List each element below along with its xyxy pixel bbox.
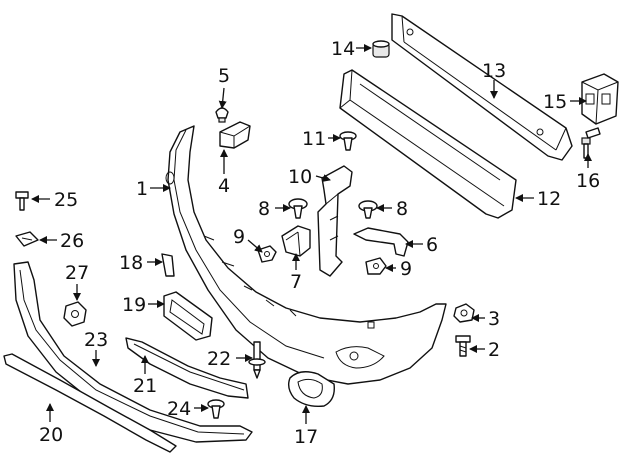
callout-3: 3 (488, 308, 500, 330)
part-17-fog-bezel (287, 371, 335, 408)
part-27-nut (63, 301, 87, 327)
callout-2: 2 (488, 339, 500, 361)
part-15-bracket (581, 73, 619, 125)
callout-22: 22 (207, 348, 231, 370)
part-9-nut-left (257, 245, 277, 263)
callout-labels: 1 2 3 4 5 6 7 8 8 9 9 10 11 12 13 14 15 … (39, 38, 600, 448)
callout-17: 17 (294, 426, 318, 448)
part-2-bolt (455, 335, 471, 357)
part-18-cap (161, 253, 175, 277)
part-24-screw (207, 399, 225, 419)
callout-9-left: 9 (233, 226, 245, 248)
callout-6: 6 (426, 234, 438, 256)
callout-24: 24 (167, 398, 191, 420)
callout-12: 12 (537, 188, 561, 210)
callout-7: 7 (290, 271, 302, 293)
callout-14: 14 (331, 38, 355, 60)
part-16-bolt (581, 127, 601, 159)
callout-10: 10 (288, 166, 312, 188)
part-19-plate-bracket (163, 291, 213, 341)
part-14-bumper-stop (372, 40, 390, 58)
part-11-clip (339, 131, 357, 151)
callout-18: 18 (119, 252, 143, 274)
callout-25: 25 (54, 189, 78, 211)
callout-13: 13 (482, 60, 506, 82)
part-8-screw-left (288, 198, 308, 219)
callout-23: 23 (84, 329, 108, 351)
part-8-screw-right (358, 200, 378, 219)
leader-lines (31, 44, 592, 424)
callout-8-right: 8 (396, 198, 408, 220)
callout-21: 21 (133, 375, 157, 397)
callout-19: 19 (122, 294, 146, 316)
callout-16: 16 (576, 170, 600, 192)
part-25-bolt (15, 191, 29, 211)
part-9-nut-right (365, 257, 387, 275)
callout-15: 15 (543, 91, 567, 113)
part-3-nut (453, 303, 475, 323)
part-26-clip-nut (15, 231, 39, 247)
part-20-front-spoiler (3, 353, 177, 453)
part-6-bracket (353, 227, 409, 257)
callout-20: 20 (39, 424, 63, 446)
part-10-bracket (317, 165, 353, 277)
part-13-reinforcement-bar (391, 13, 573, 161)
part-12-energy-absorber (339, 69, 517, 219)
part-7-bracket (281, 225, 311, 257)
part-4-side-bracket (219, 121, 251, 149)
callout-8-left: 8 (258, 198, 270, 220)
part-23-lower-valance (13, 261, 253, 443)
part-22-push-pin (248, 341, 266, 379)
callout-11: 11 (302, 128, 326, 150)
part-1-bumper-cover (165, 125, 447, 385)
callout-27: 27 (65, 262, 89, 284)
callout-4: 4 (218, 175, 230, 197)
callout-5: 5 (218, 65, 230, 87)
callout-1: 1 (136, 178, 148, 200)
callout-9-right: 9 (400, 258, 412, 280)
callout-26: 26 (60, 230, 84, 252)
part-5-clip (215, 107, 229, 123)
